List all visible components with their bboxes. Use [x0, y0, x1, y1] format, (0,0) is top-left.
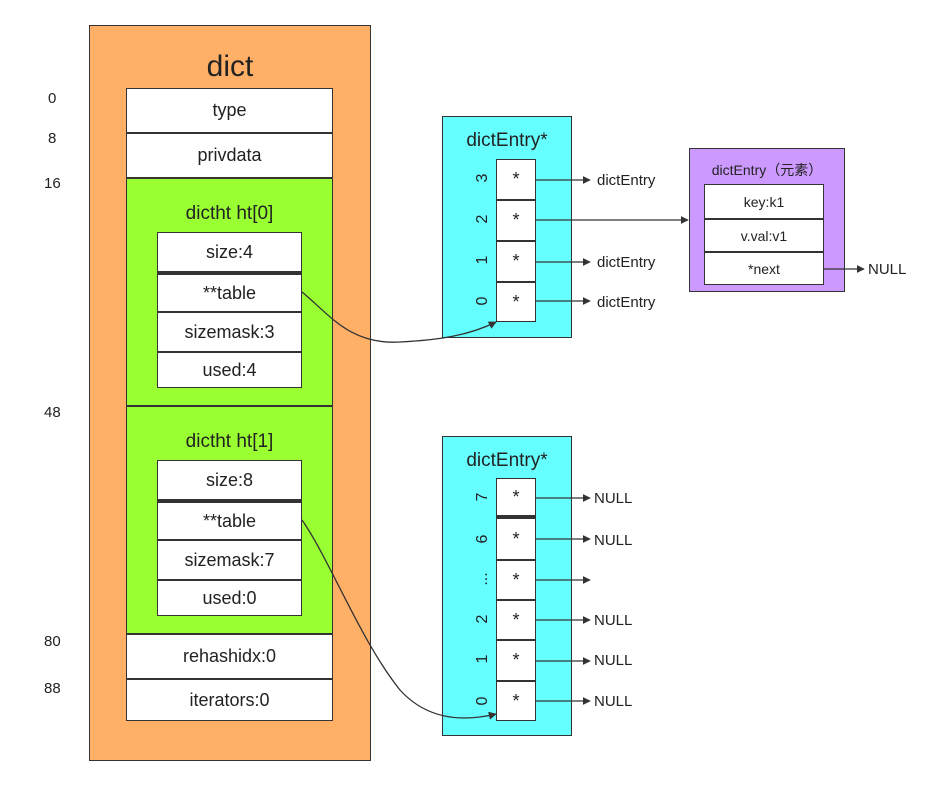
table1-slot-1: * — [496, 640, 536, 681]
table1-target-7: NULL — [594, 490, 633, 507]
dict-iterators-field: iterators:0 — [126, 679, 333, 721]
dict-entry-next-target: NULL — [868, 261, 907, 278]
table1-slot-0: * — [496, 681, 536, 721]
table1-target-1: NULL — [594, 652, 633, 669]
ht1-size-field: size:8 — [157, 460, 302, 500]
table0-slot-3: * — [496, 159, 536, 200]
table1-target-2: NULL — [594, 612, 633, 629]
ht1-table-field: **table — [157, 500, 302, 540]
table1-slot-ellipsis: * — [496, 560, 536, 600]
offset-48: 48 — [44, 404, 61, 421]
table0-target-3: dictEntry — [597, 172, 656, 189]
table0-slot-1: * — [496, 241, 536, 282]
dict-privdata-field: privdata — [126, 133, 333, 178]
table0-target-1: dictEntry — [597, 254, 656, 271]
table1-title: dictEntry* — [466, 450, 548, 471]
ht0-size-field: size:4 — [157, 232, 302, 272]
dict-entry-val-field: v.val:v1 — [704, 219, 824, 252]
arrow-ht0-table — [301, 291, 497, 343]
table0-target-0: dictEntry — [597, 294, 656, 311]
ht1-used-field: used:0 — [157, 580, 302, 616]
table0-slot-2: * — [496, 200, 536, 241]
table0-slot-0: * — [496, 282, 536, 322]
table1-slot-2: * — [496, 600, 536, 640]
dict-entry-title: dictEntry（元素） — [711, 162, 823, 178]
table1-target-6: NULL — [594, 532, 633, 549]
dict-rehashidx-field: rehashidx:0 — [126, 634, 333, 679]
dict-entry-next-field: *next — [704, 252, 824, 285]
ht1-sizemask-field: sizemask:7 — [157, 540, 302, 580]
offset-80: 80 — [44, 633, 61, 650]
offset-0: 0 — [48, 90, 57, 107]
dict-title: dict — [206, 50, 254, 83]
ht0-table-field: **table — [157, 272, 302, 312]
offset-88: 88 — [44, 680, 61, 697]
ht0-title: dictht ht[0] — [185, 203, 274, 224]
ht1-title: dictht ht[1] — [185, 431, 274, 452]
table1-slot-7: * — [496, 478, 536, 518]
table1-target-0: NULL — [594, 693, 633, 710]
arrow-ht1-table — [301, 519, 497, 720]
offset-8: 8 — [48, 130, 57, 147]
table1-slot-6: * — [496, 518, 536, 560]
dict-type-field: type — [126, 88, 333, 133]
ht0-sizemask-field: sizemask:3 — [157, 312, 302, 352]
dict-entry-key-field: key:k1 — [704, 184, 824, 219]
offset-16: 16 — [44, 175, 61, 192]
table0-title: dictEntry* — [466, 130, 548, 151]
ht0-used-field: used:4 — [157, 352, 302, 388]
